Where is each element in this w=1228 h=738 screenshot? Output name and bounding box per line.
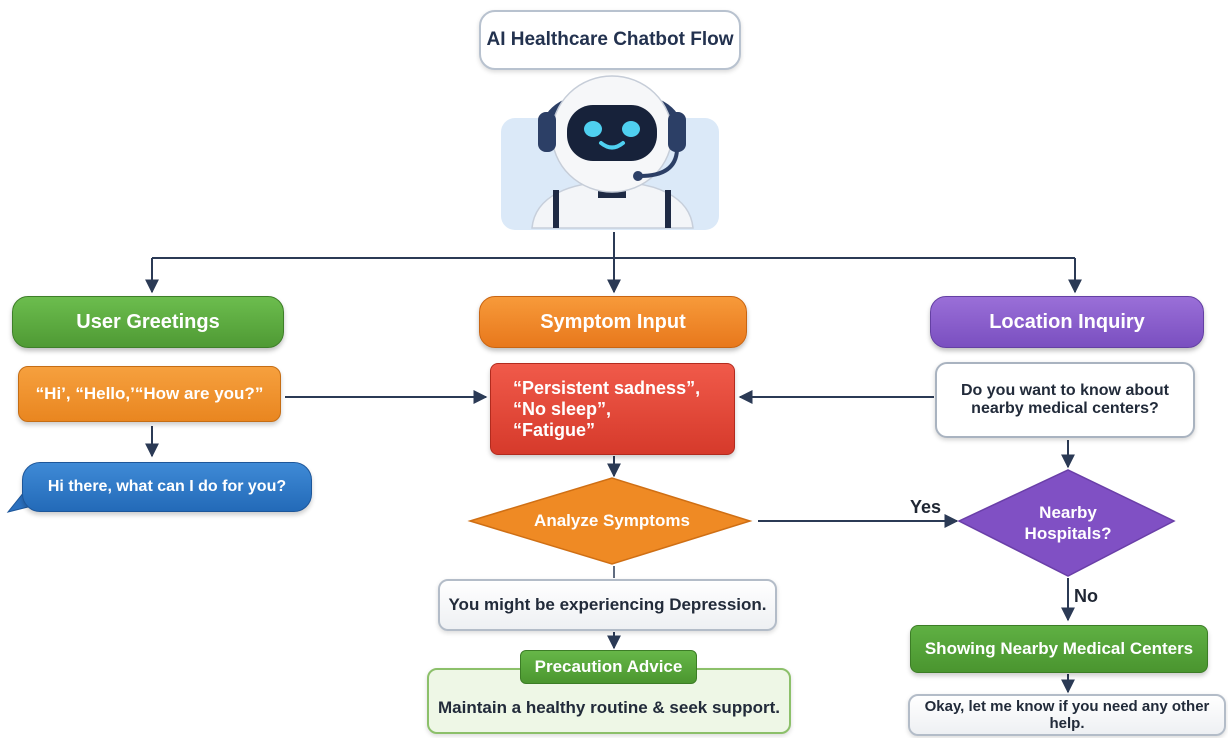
- greeting-reply-bubble: Hi there, what can I do for you?: [22, 462, 312, 512]
- location-question-line-2: nearby medical centers?: [971, 400, 1159, 417]
- location-question-node: Do you want to know about nearby medical…: [935, 362, 1195, 438]
- showing-medical-centers-node: Showing Nearby Medical Centers: [910, 625, 1208, 673]
- nearby-hospitals-line-1: Nearby: [1039, 503, 1097, 522]
- greeting-example-node: “Hi’, “Hello,’“How are you?”: [18, 366, 281, 422]
- diagram-title: AI Healthcare Chatbot Flow: [479, 10, 741, 70]
- user-greetings-node: User Greetings: [12, 296, 284, 348]
- analyze-symptoms-label: Analyze Symptoms: [534, 511, 690, 530]
- robot-avatar-icon: [501, 75, 719, 230]
- symptom-example-1: “Persistent sadness”,: [513, 377, 701, 398]
- yes-edge-label: Yes: [910, 497, 942, 517]
- diagnosis-result-node: You might be experiencing Depression.: [438, 579, 777, 631]
- symptom-example-3: “Fatigue”: [513, 419, 596, 440]
- location-question-line-1: Do you want to know about: [961, 382, 1169, 399]
- precaution-advice-label: Precaution Advice: [520, 650, 697, 684]
- symptom-examples-node: “Persistent sadness”, “No sleep”, “Fatig…: [490, 363, 735, 455]
- closing-message-node: Okay, let me know if you need any other …: [908, 694, 1226, 736]
- location-inquiry-node: Location Inquiry: [930, 296, 1204, 348]
- nearby-hospitals-label: Nearby Hospitals?: [1000, 500, 1136, 546]
- nearby-hospitals-line-2: Hospitals?: [1024, 524, 1112, 543]
- symptom-input-node: Symptom Input: [479, 296, 747, 348]
- symptom-example-2: “No sleep”,: [513, 398, 612, 419]
- no-edge-label: No: [1074, 586, 1098, 606]
